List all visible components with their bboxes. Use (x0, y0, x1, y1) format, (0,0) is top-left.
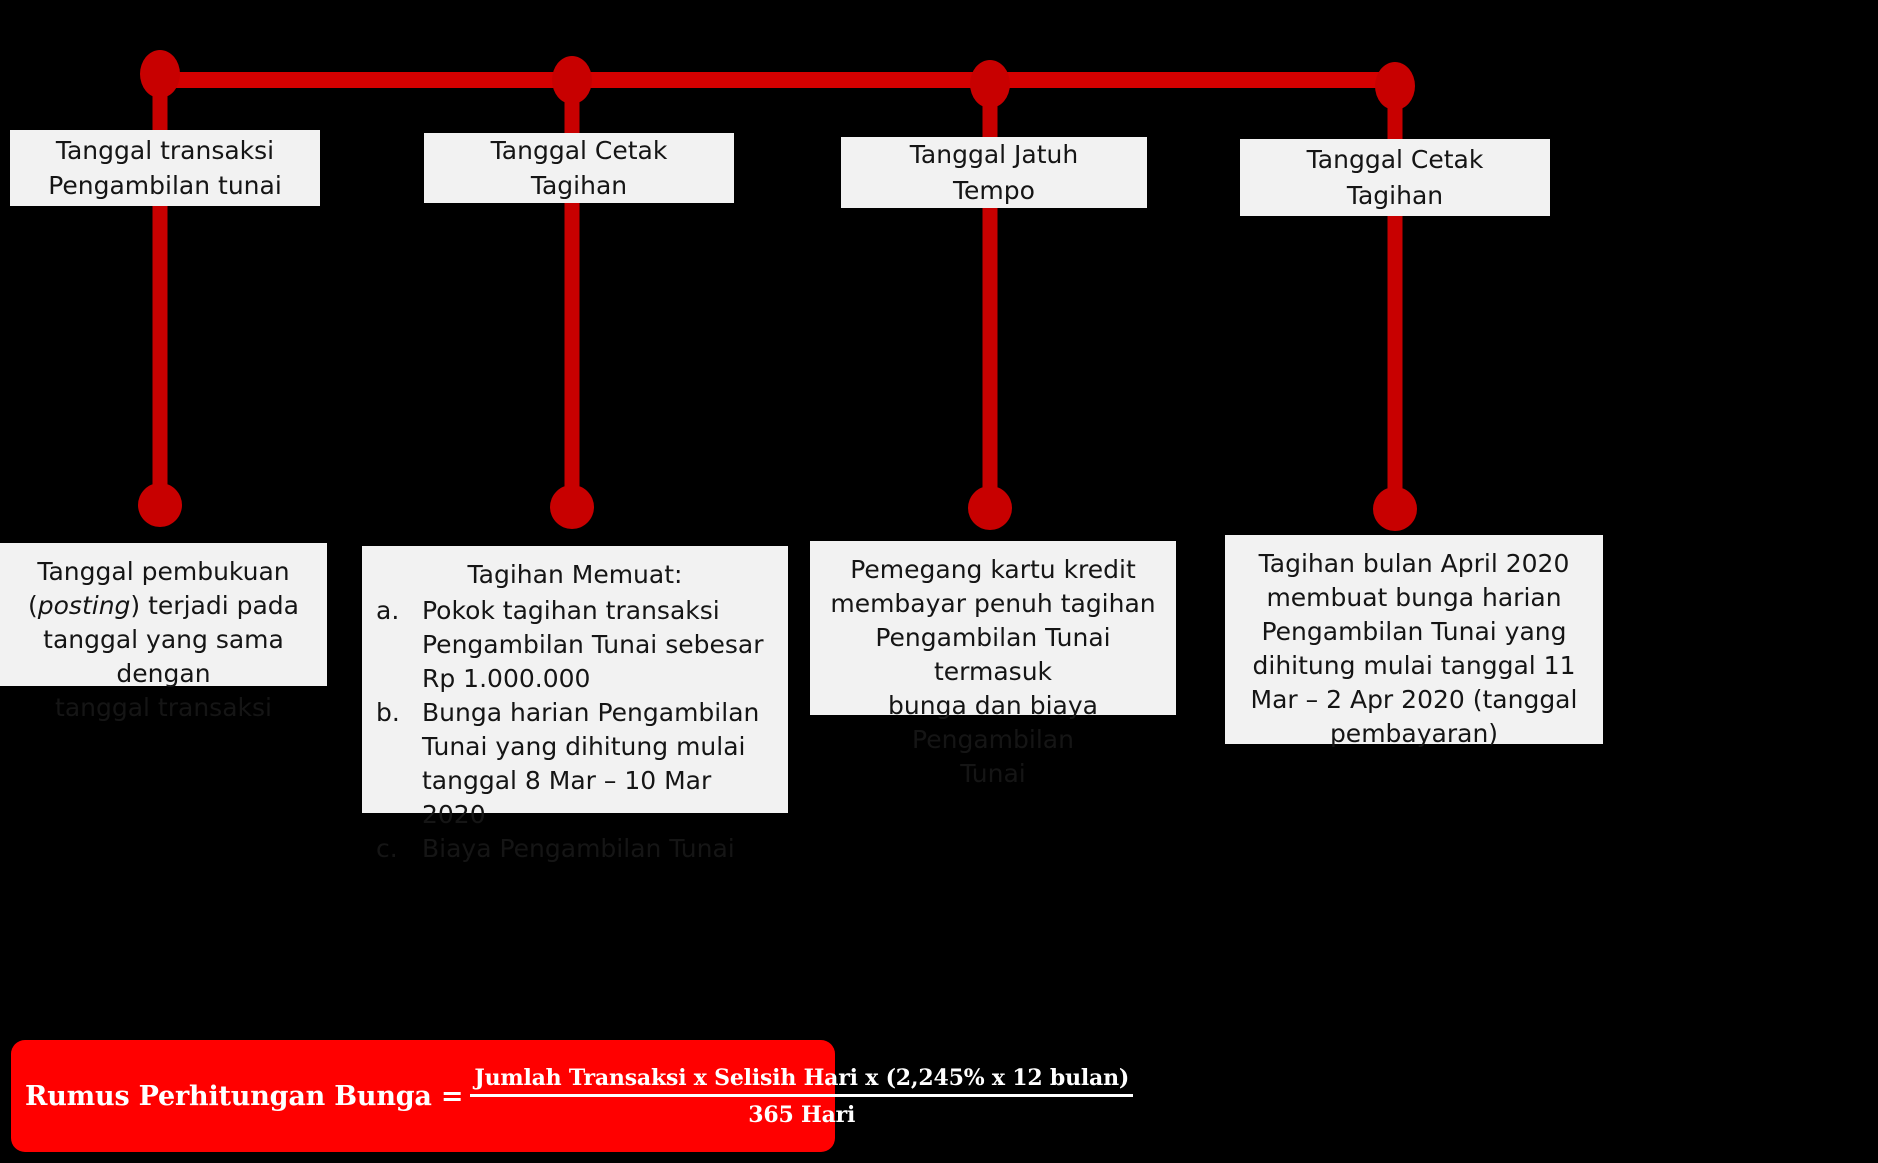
detail-2-text-c: Biaya Pengambilan Tunai (422, 834, 735, 863)
detail-3-line-5: Tunai (960, 759, 1026, 788)
timeline-label-box-1[interactable]: Tanggal transaksi Pengambilan tunai (10, 130, 320, 206)
detail-2-marker-b: b. (376, 698, 400, 727)
detail-1-line-1: Tanggal pembukuan (37, 557, 290, 586)
detail-2-title: Tagihan Memuat: (467, 560, 683, 589)
detail-3-line-4: bunga dan biaya Pengambilan (888, 691, 1098, 754)
timeline-label-box-2[interactable]: Tanggal Cetak Tagihan (424, 133, 734, 203)
timeline-label-2-line-2: Tagihan (530, 171, 628, 200)
timeline-label-4-line-1: Tanggal Cetak (1306, 145, 1484, 174)
formula-divider-line (470, 1093, 1134, 1097)
detail-box-full-payment[interactable]: Pemegang kartu kredit membayar penuh tag… (810, 541, 1176, 788)
timeline-label-4-line-2: Tagihan (1346, 180, 1444, 210)
timeline-label-1-line-2: Pengambilan tunai (48, 171, 282, 200)
timeline-label-2-line-1: Tanggal Cetak (490, 135, 668, 165)
timeline-label-1-line-1: Tanggal transaksi (55, 135, 275, 165)
detail-3-line-3: Pengambilan Tunai termasuk (875, 623, 1111, 686)
formula-numerator: Jumlah Transaksi x Selisih Hari x (2,245… (474, 1064, 1130, 1091)
detail-2-text-b: Bunga harian Pengambilan Tunai yang dihi… (422, 698, 760, 829)
timeline-label-box-4[interactable]: Tanggal Cetak Tagihan (1240, 139, 1550, 216)
detail-2-list-item-a: a. Pokok tagihan transaksi Pengambilan T… (376, 594, 774, 696)
interest-formula-bar: Rumus Perhitungan Bunga = Jumlah Transak… (11, 1040, 1134, 1152)
detail-4-line-4: dihitung mulai tanggal 11 (1252, 651, 1576, 680)
detail-2-marker-c: c. (376, 834, 398, 863)
detail-box-april-statement[interactable]: Tagihan bulan April 2020 membuat bunga h… (1225, 535, 1603, 748)
timeline-enddot-1 (138, 483, 182, 527)
detail-2-text-a: Pokok tagihan transaksi Pengambilan Tuna… (422, 596, 764, 693)
timeline-label-box-3[interactable]: Tanggal Jatuh Tempo (841, 137, 1147, 208)
detail-1-line-2: (posting) terjadi pada (28, 591, 299, 620)
timeline-enddot-4 (1373, 487, 1417, 531)
timeline-enddot-3 (968, 486, 1012, 530)
detail-4-line-2: membuat bunga harian (1266, 583, 1562, 612)
timeline-node-2[interactable] (552, 56, 592, 104)
detail-4-line-3: Pengambilan Tunai yang (1261, 617, 1567, 646)
timeline-rail (160, 72, 1396, 88)
detail-2-list-item-b: b. Bunga harian Pengambilan Tunai yang d… (376, 696, 774, 832)
detail-box-statement-contents[interactable]: Tagihan Memuat: a. Pokok tagihan transak… (362, 546, 788, 863)
detail-3-line-1: Pemegang kartu kredit (850, 555, 1136, 584)
detail-4-line-6: pembayaran) (1329, 719, 1499, 748)
timeline-label-3-line-1: Tanggal Jatuh (909, 140, 1079, 169)
detail-1-line-3: tanggal yang sama dengan (43, 625, 284, 688)
formula-label: Rumus Perhitungan Bunga = (25, 1080, 464, 1112)
formula-fraction: Jumlah Transaksi x Selisih Hari x (2,245… (470, 1064, 1134, 1128)
timeline-label-3-line-2: Tempo (953, 175, 1035, 205)
formula-denominator: 365 Hari (748, 1101, 856, 1128)
detail-1-line-4: tanggal transaksi (55, 693, 272, 722)
detail-4-line-5: Mar – 2 Apr 2020 (tanggal (1250, 685, 1578, 714)
detail-4-line-1: Tagihan bulan April 2020 (1258, 549, 1570, 578)
timeline-enddot-2 (550, 485, 594, 529)
detail-box-posting-date[interactable]: Tanggal pembukuan (posting) terjadi pada… (0, 543, 327, 722)
timeline-node-1[interactable] (140, 50, 180, 98)
timeline-node-4[interactable] (1375, 62, 1415, 110)
detail-3-line-2: membayar penuh tagihan (830, 589, 1156, 618)
detail-1-italic-posting: posting (37, 591, 131, 620)
timeline-node-3[interactable] (970, 60, 1010, 108)
detail-2-marker-a: a. (376, 596, 400, 625)
detail-2-list-item-c: c. Biaya Pengambilan Tunai (376, 832, 774, 866)
